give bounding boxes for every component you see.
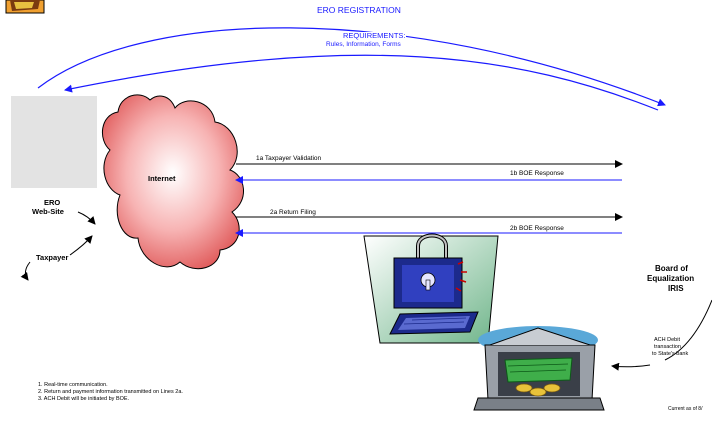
requirements-title: REQUIREMENTS: <box>343 31 406 40</box>
flow-1b-label: 1b BOE Response <box>510 170 564 177</box>
ach-debit-arrow <box>611 362 651 371</box>
ach-label-line1: ACH Debit <box>654 337 680 343</box>
ach-label-line2: transaction <box>654 344 681 350</box>
internet-cloud-icon <box>102 94 244 270</box>
ero-website-box <box>11 96 97 188</box>
boe-curve <box>664 299 712 361</box>
bank-vault-icon <box>473 326 605 411</box>
ach-label-line3: to State's bank <box>652 351 689 357</box>
corner-clipart-icon <box>5 0 45 14</box>
taxpayer-label: Taxpayer <box>36 253 69 262</box>
note-item: 2. Return and payment information transm… <box>38 389 183 395</box>
requirements-subtitle: Rules, Information, Forms <box>326 41 401 49</box>
currency-note: Current as of 8/ <box>668 406 703 412</box>
requirements-arrow <box>64 54 659 111</box>
taxpayer-curl-arrow <box>20 261 31 281</box>
ero-registration-arrow <box>37 27 666 107</box>
note-item: 3. ACH Debit will be initiated by BOE. <box>38 396 130 402</box>
ero-registration-label: ERO REGISTRATION <box>315 5 403 15</box>
internet-label: Internet <box>148 174 176 183</box>
ero-label: ERO <box>44 198 61 207</box>
boe-label-line1: Board of <box>655 264 688 273</box>
boe-label-line3: IRIS <box>668 284 684 293</box>
taxpayer-connector-arrow <box>69 235 93 256</box>
flow-1a-label: 1a Taxpayer Validation <box>256 155 322 162</box>
flow-2b-label: 2b BOE Response <box>510 225 564 232</box>
website-connector-arrow <box>77 211 96 225</box>
flow-2a-label: 2a Return Filing <box>270 209 316 216</box>
note-item: 1. Real-time communication. <box>38 382 108 388</box>
website-label: Web-Site <box>32 207 64 216</box>
boe-label-line2: Equalization <box>647 274 695 283</box>
notes-list: 1. Real-time communication. 2. Return an… <box>38 382 183 403</box>
secure-computer-icon <box>363 233 499 344</box>
